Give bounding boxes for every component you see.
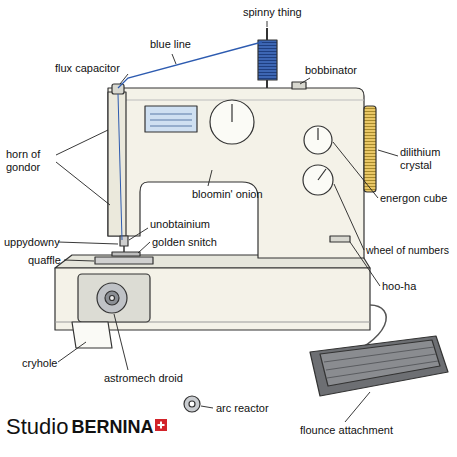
bobbin-case (97, 283, 127, 313)
number-dial (303, 165, 333, 195)
machine-body (108, 88, 364, 258)
logo-text: BERNINA (71, 417, 153, 438)
part-label: hoo-ha (382, 280, 416, 293)
energon-dial (304, 126, 332, 154)
part-label: spinny thing (243, 6, 302, 19)
thread-line (118, 94, 122, 240)
part-label: blue line (150, 38, 191, 51)
part-label: golden snitch (152, 236, 217, 249)
leader-lines (56, 21, 398, 422)
stitch-dial (210, 100, 254, 144)
part-label: cryhole (22, 357, 57, 370)
spool (258, 40, 277, 80)
part-label: unobtainium (150, 218, 210, 231)
part-label: flux capacitor (55, 62, 120, 75)
logo-text: Studio (6, 414, 68, 440)
part-label: energon cube (380, 192, 447, 205)
needle-plate (95, 257, 153, 264)
thread-guide (112, 84, 124, 94)
part-label: dilithium crystal (400, 146, 452, 172)
part-label: quaffle (28, 254, 61, 267)
presser-foot (112, 252, 140, 256)
part-label: uppydowny (4, 236, 60, 249)
hoo-ha-lever (330, 236, 350, 242)
display-window (145, 106, 197, 132)
part-label: arc reactor (216, 402, 269, 415)
part-label: wheel of numbers (366, 244, 449, 257)
bobbin-winder (292, 82, 306, 89)
part-label: astromech droid (104, 372, 183, 385)
part-label: bloomin' onion (192, 188, 263, 201)
part-label: bobbinator (305, 64, 357, 77)
logo-cross (155, 419, 167, 431)
loose-bobbin (184, 396, 200, 412)
part-label: flounce attachment (300, 424, 393, 437)
part-label: horn of gondor (6, 148, 56, 174)
hand-wheel (364, 106, 376, 192)
bed-front (55, 268, 370, 330)
foot-pedal (310, 336, 448, 396)
cryhole-flap (72, 322, 112, 348)
